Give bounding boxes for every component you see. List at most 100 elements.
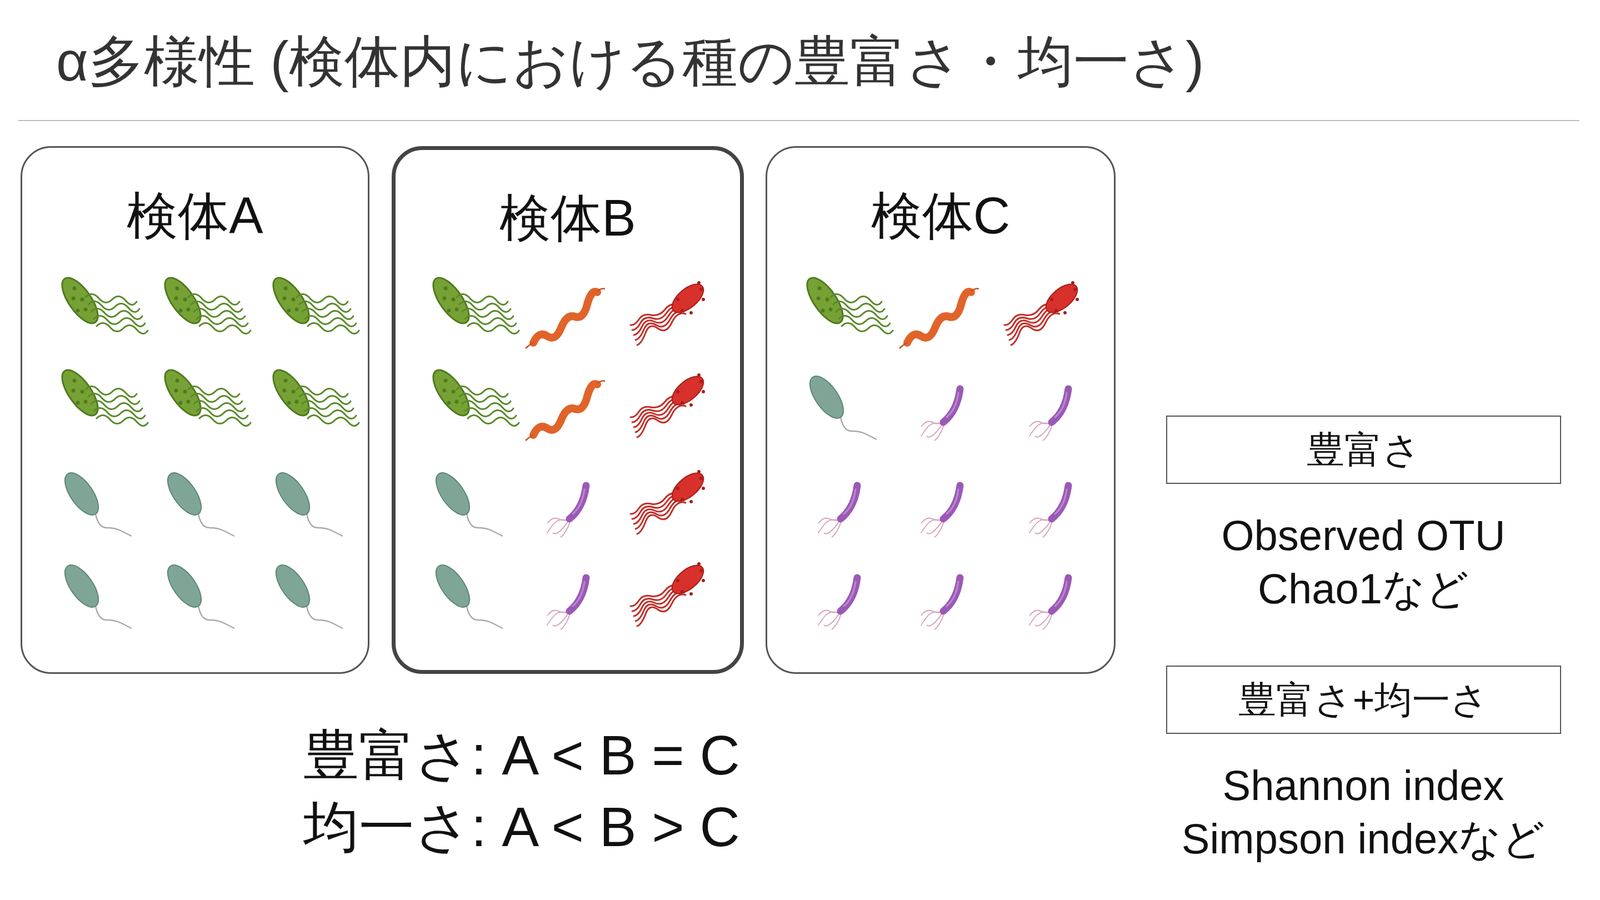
bacterium-flagellum [921,612,941,626]
bacterium-spike [697,562,701,566]
bacterium-spike [1054,308,1058,313]
bacterium-flagellum [456,386,508,397]
bacterium-spot [71,388,76,393]
bacterium-flagellum [306,606,343,629]
bacterium-body [426,364,476,422]
bacterium-spike [701,390,705,394]
bacterium-body [266,272,316,329]
bacterium-flagellum [96,415,148,426]
bacterium-flagellum [841,322,893,334]
bacterium-flagellum [88,301,140,312]
bacterium-flagellum [1029,612,1049,626]
bacterium-flagellum [307,322,359,334]
bacterium-flagellum [836,308,888,319]
bacterium-spike [1075,297,1079,302]
bacterium-highlight [1055,581,1067,607]
bacterium-flagellum [462,400,514,412]
sample-label: 検体B [499,190,636,247]
bacterium-flagellum [302,308,354,319]
bacterium-body [1041,278,1083,318]
bacterium-icon [158,364,251,426]
bacterium-icon [429,559,503,629]
bacterium-spot [447,401,452,405]
bacterium-body [266,364,316,422]
bacterium-spot [295,307,299,312]
bacterium-flagellum [196,407,248,419]
bacterium-icon [1029,485,1069,538]
bacterium-flagellum [305,407,357,419]
sample-label: 検体C [871,187,1010,244]
bacterium-spike [697,470,701,474]
bacterium-spike [699,380,703,384]
bacterium-spike [699,476,703,480]
bacterium-flagellum [921,423,941,437]
sample-box: 検体C [765,146,1116,674]
bacterium-flagellum [637,313,686,345]
title-rule [18,120,1580,122]
bacterium-icon [630,560,709,627]
bacterium-spot [183,390,188,394]
bacterium-body [569,485,587,519]
bacterium-icon [161,559,235,629]
index-heading: 豊富さ [1306,428,1422,471]
bacterium-flagellum [459,393,511,404]
bacterium-body [58,467,105,520]
bacterium-spot [283,286,288,291]
bacterium-spot [295,400,299,404]
bacterium-spike [676,390,680,394]
bacterium-body [426,272,476,329]
bacterium-spot [291,390,296,394]
bacterium-body [943,485,960,519]
bacterium-body [58,559,105,613]
bacterium-body [533,383,598,435]
bacterium-body [569,577,587,612]
bacterium-body [840,577,858,612]
bacterium-flagellum [296,293,348,305]
bacterium-icon [800,272,893,334]
bacterium-flagellum [637,502,686,534]
bacterium-body [943,388,960,423]
bacterium-spot [80,390,85,394]
bacterium-icon [525,288,605,349]
bacterium-icon [426,272,519,334]
sample-box: 検体B [391,146,744,674]
bacterium-flagellum [188,386,240,397]
bacterium-spot [287,308,292,313]
bacterium-spot [80,297,85,302]
bacterium-body [269,467,316,520]
bacterium-spot [828,307,833,312]
bacterium-flagellum [459,301,511,312]
bacterium-flagellum [637,594,686,627]
sample-box: 検体A [20,146,370,674]
bacterium-flagellum [899,288,979,349]
bacterium-highlight [946,392,959,418]
bacterium-highlight [843,489,856,514]
bacterium-spot [443,378,448,383]
bacterium-flagellum [299,393,351,404]
bacterium-body [1051,485,1069,519]
bacterium-spot [283,378,288,383]
bacterium-spot [175,286,180,291]
bacterium-body [667,467,709,507]
bacterium-spot [183,297,188,302]
bacterium-highlight [572,581,585,607]
bacterium-body [907,291,972,343]
bacterium-flagellum [818,612,838,626]
bacterium-icon [547,485,587,538]
bacterium-spike [676,578,680,583]
bacterium-flagellum [921,520,941,534]
bacterium-spot [175,378,180,383]
bacterium-spike [680,590,684,594]
bacterium-icon [921,485,960,538]
bacterium-body [667,560,709,599]
bacterium-body [269,559,316,613]
bacterium-spot [174,296,179,301]
bacterium-icon [547,577,587,630]
bacterium-flagellum [193,308,245,319]
bacterium-flagellum [305,315,357,327]
bacterium-body [667,371,709,410]
bacterium-spot [178,401,183,405]
bacterium-body [158,364,208,422]
bacterium-spike [680,401,684,405]
